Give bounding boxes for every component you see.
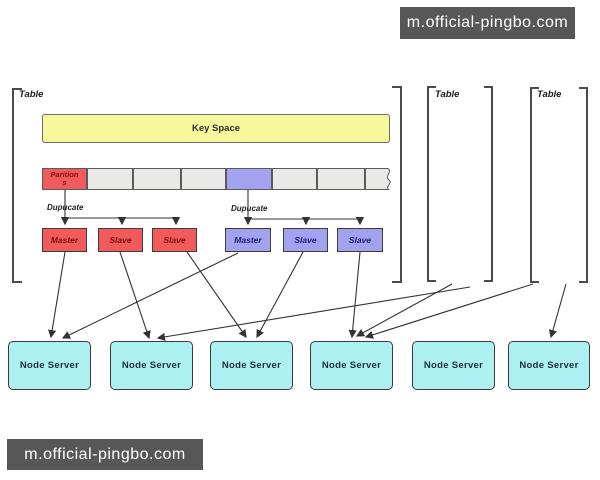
- duplicate-label-right: Dupucate: [231, 204, 268, 213]
- partition-segment: [181, 168, 226, 190]
- arrow-red-slave1-to-node2: [119, 251, 151, 340]
- node-server-3: Node Server: [210, 341, 293, 390]
- red-master-box: Master: [42, 228, 87, 252]
- table1-close-bracket: [392, 86, 402, 283]
- node-server-2: Node Server: [110, 341, 193, 390]
- partition-label-line1: Parition: [50, 170, 79, 179]
- partition-segment: [133, 168, 181, 190]
- partition-segment-purple: [226, 168, 272, 190]
- node-server-1: Node Server: [8, 341, 91, 390]
- duplicate-connector-right: [247, 190, 360, 220]
- red-slave1-box: Slave: [98, 228, 143, 252]
- purple-slave1-box: Slave: [283, 228, 328, 252]
- purple-slave2-box: Slave: [337, 228, 383, 252]
- node-server-4: Node Server: [310, 341, 393, 390]
- arrow-red-master-to-node1: [48, 251, 66, 339]
- arrow-red-slave2-to-node3: [186, 251, 247, 339]
- watermark-top-right: m.official-pingbo.com: [400, 7, 575, 39]
- table3-open-bracket: [530, 87, 539, 283]
- arrow-table3-to-node6: [548, 283, 567, 339]
- red-slave2-box: Slave: [152, 228, 197, 252]
- node-server-6: Node Server: [508, 341, 590, 390]
- partition-segment: [87, 168, 133, 190]
- partition-segment-torn-edge: [365, 168, 391, 190]
- table1-label: Table: [19, 89, 44, 100]
- table3-label: Table: [537, 89, 562, 100]
- key-space-box: Key Space: [42, 114, 390, 143]
- arrow-purple-slave1-to-node3: [256, 251, 304, 339]
- arrow-table2-to-node2: [156, 286, 471, 341]
- partition-segment: [317, 168, 365, 190]
- partition-segment-red: Parition s: [42, 168, 87, 190]
- purple-master-box: Master: [225, 228, 271, 252]
- table2-label: Table: [435, 89, 460, 100]
- watermark-bottom-left: m.official-pingbo.com: [7, 439, 203, 470]
- duplicate-connector-left: [64, 190, 176, 219]
- arrow-purple-master-to-node1: [61, 252, 239, 339]
- partition-segment: [272, 168, 317, 190]
- table2-open-bracket: [427, 86, 436, 282]
- table1-open-bracket: [12, 88, 22, 283]
- arrow-purple-slave2-to-node4: [348, 251, 361, 339]
- arrow-table3-to-node4: [364, 283, 534, 339]
- node-server-5: Node Server: [412, 341, 495, 390]
- table2-close-bracket: [484, 86, 493, 282]
- table3-close-bracket: [579, 87, 588, 283]
- partition-label-line2: s: [62, 178, 67, 187]
- arrow-table2-to-node4: [355, 283, 453, 337]
